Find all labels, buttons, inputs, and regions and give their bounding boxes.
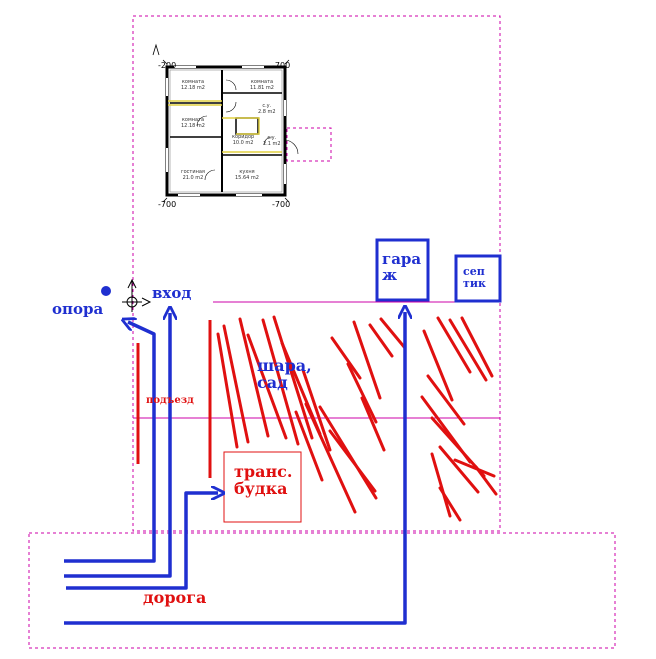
room-label: комната 11.81 m2 xyxy=(250,79,274,91)
garage-label: гара ж xyxy=(382,250,422,284)
coord-top-left: -200 xyxy=(158,61,177,70)
transformer-label: транс. будка xyxy=(234,462,293,498)
room-label: коридор 10.0 m2 xyxy=(232,134,255,146)
septic-box xyxy=(454,254,502,303)
garden-hatching xyxy=(216,315,498,522)
porch-outline xyxy=(286,127,332,162)
room-label: с.у. 2.8 m2 xyxy=(258,103,276,115)
road-boundary xyxy=(28,532,616,649)
septic-label: сеп тик xyxy=(463,265,486,290)
garden-label: шара, сад xyxy=(257,356,312,392)
access-arrows xyxy=(64,312,405,625)
arrow-to-garage xyxy=(64,312,405,625)
room-label: комната 12.18 m2 xyxy=(181,79,205,91)
room-label: с.у. 2.1 m2 xyxy=(263,135,281,147)
entrance-label: вход xyxy=(152,284,192,302)
arrow-to-entrance xyxy=(64,313,170,578)
entrance-marker xyxy=(122,278,152,312)
arrow-to-pole xyxy=(64,322,156,563)
coord-top-right: -700 xyxy=(272,61,291,70)
pole-label: опора xyxy=(52,300,104,318)
room-label: комната 12.18 m2 xyxy=(181,117,205,129)
house-floorplan xyxy=(152,43,299,203)
garage-box xyxy=(375,238,430,302)
driveway-label: подъезд xyxy=(146,395,194,406)
pole-dot xyxy=(101,286,111,296)
coord-bottom-left: -700 xyxy=(158,200,177,209)
arrow-to-transformer xyxy=(66,493,218,590)
road-label: дорога xyxy=(143,588,207,607)
room-label: гостиная 21.0 m2 xyxy=(181,169,205,181)
room-label: кухня 15.64 m2 xyxy=(235,169,259,181)
coord-bottom-right: -700 xyxy=(272,200,291,209)
